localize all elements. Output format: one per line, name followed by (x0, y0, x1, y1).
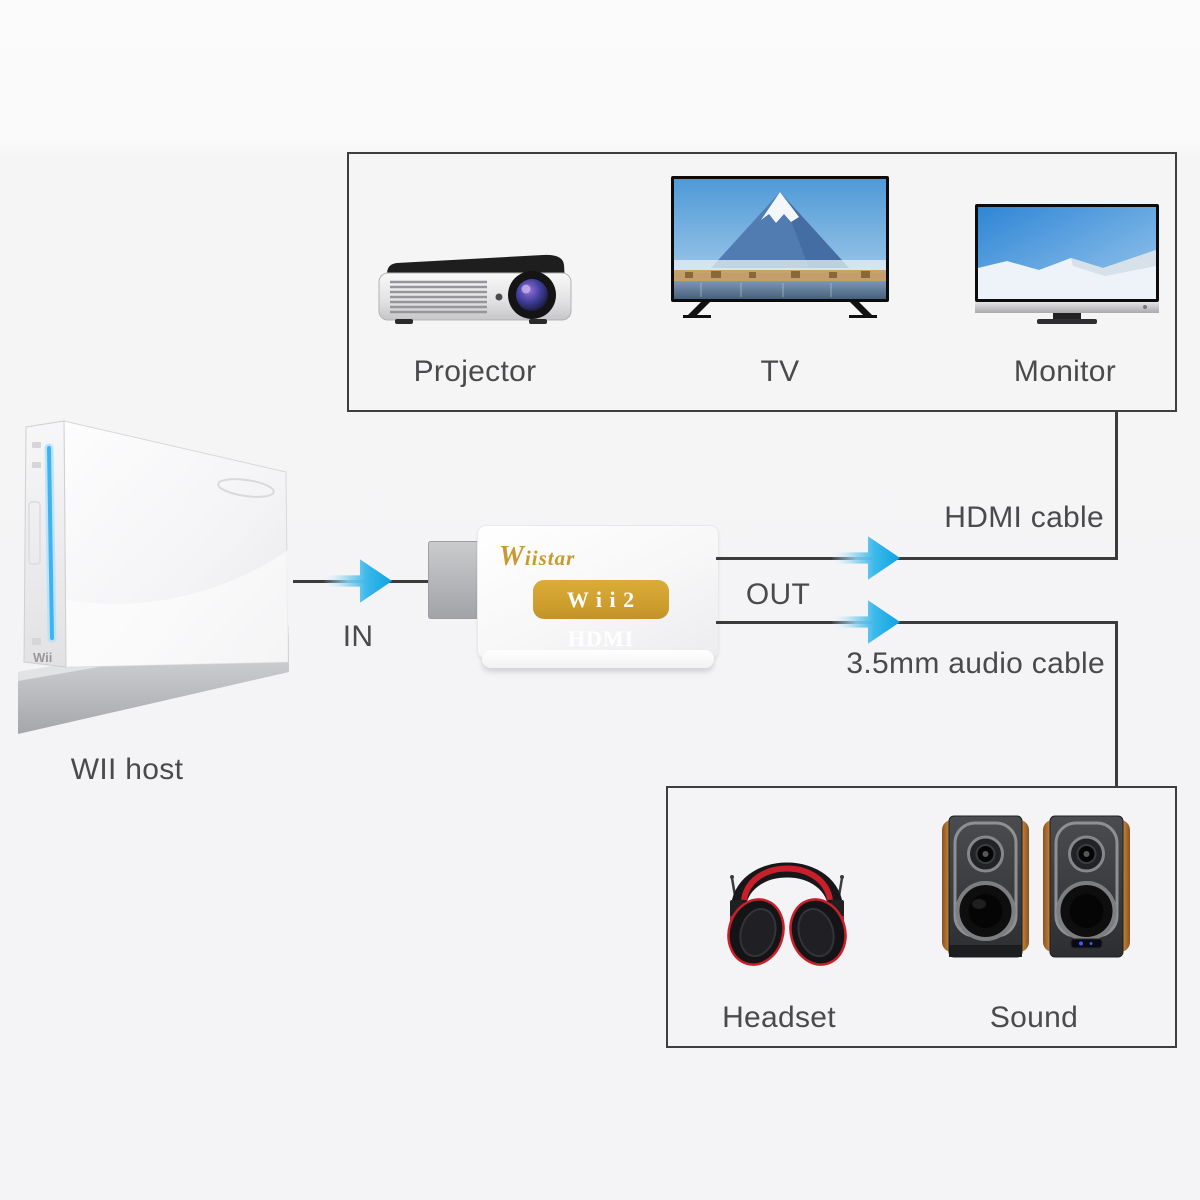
in-arrow-icon (324, 559, 393, 603)
projector-label: Projector (413, 355, 537, 388)
hdmi-cable-line-vertical (1115, 412, 1118, 560)
speakers-icon (942, 815, 1130, 958)
adapter-badge: W i i 2 HDMI (533, 580, 669, 651)
adapter-bottom-edge (482, 650, 714, 668)
wii-host-label: WII host (70, 753, 184, 786)
out-label: OUT (745, 578, 811, 611)
adapter-hdmi-plug (428, 541, 478, 619)
monitor-icon (975, 204, 1159, 324)
monitor-label: Monitor (1013, 355, 1117, 388)
audio-devices-box: Headset Sound (666, 786, 1177, 1048)
adapter-brand: Wiistar (499, 541, 576, 572)
tv-icon (671, 176, 889, 318)
hdmi-cable-arrow-icon (832, 536, 901, 580)
projector-icon (378, 254, 572, 324)
audio-cable-label: 3.5mm audio cable (846, 647, 1105, 680)
hdmi-cable-line (716, 557, 1118, 560)
audio-cable-line (716, 621, 1118, 624)
headset-icon (727, 862, 847, 966)
audio-cable-arrow-icon (832, 600, 901, 644)
wii-console-icon: Wii (18, 420, 289, 734)
tv-label: TV (760, 355, 800, 388)
sound-label: Sound (989, 1001, 1079, 1034)
headset-label: Headset (722, 1001, 836, 1034)
wii-logo-text: Wii (33, 650, 52, 665)
in-label: IN (342, 620, 374, 653)
audio-cable-line-vertical (1115, 621, 1118, 787)
video-devices-box: Projector TV Monitor (347, 152, 1177, 412)
hdmi-cable-label: HDMI cable (944, 501, 1104, 534)
adapter-body: Wiistar W i i 2 HDMI (477, 525, 719, 668)
